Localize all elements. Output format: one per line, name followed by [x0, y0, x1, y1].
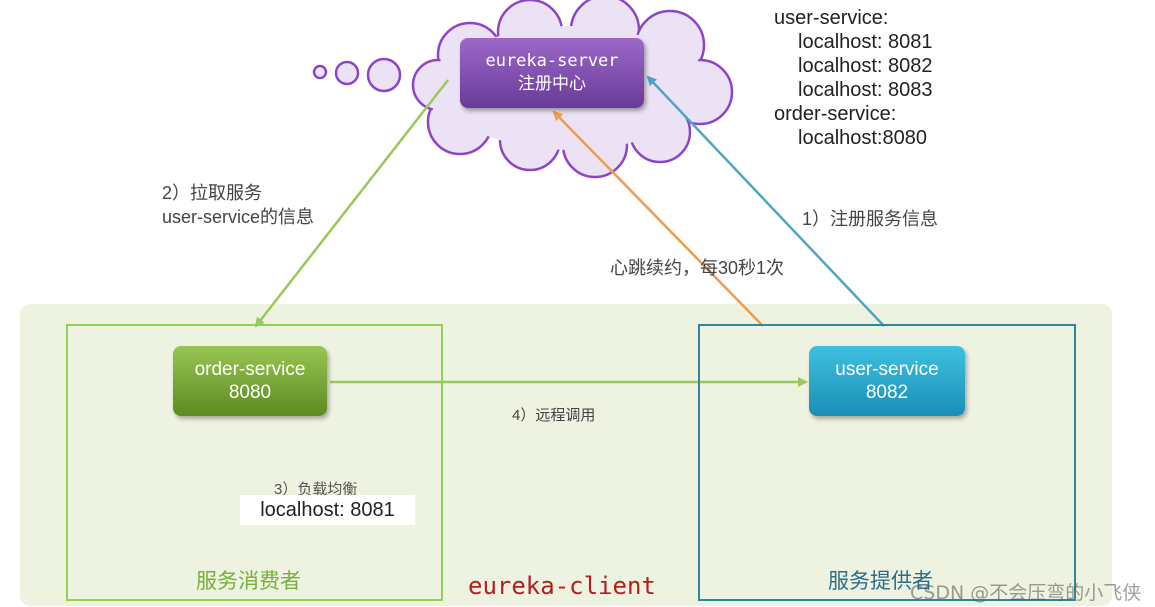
registry-host: localhost: 8081: [798, 31, 933, 53]
registry-order-service-label: order-service:: [774, 103, 897, 125]
server-name: eureka-server: [485, 51, 619, 71]
user-service-node[interactable]: user-service 8082: [809, 346, 965, 416]
user-service-name: user-service: [835, 359, 939, 380]
registry-host: localhost: 8082: [798, 55, 933, 77]
consumer-group-box: [66, 324, 443, 601]
provider-group-title: 服务提供者: [828, 569, 933, 593]
load-balance-result: localhost: 8081: [240, 495, 415, 525]
registry-host: localhost:8080: [798, 127, 927, 149]
order-service-name: order-service: [194, 359, 306, 380]
heartbeat-arrow: [552, 110, 764, 327]
load-balance-label: 3）负载均衡: [274, 481, 358, 495]
server-subtitle: 注册中心: [518, 74, 586, 94]
pull-label-line2: user-service的信息: [162, 207, 315, 227]
pull-service-label: 2）拉取服务 user-service的信息: [162, 181, 314, 229]
watermark: CSDN @不会压弯的小飞侠: [910, 582, 1142, 604]
remote-call-label: 4）远程调用: [512, 407, 596, 424]
pull-service-arrow: [254, 79, 449, 328]
heartbeat-label: 心跳续约，每30秒1次: [610, 258, 785, 278]
eureka-server-node[interactable]: eureka-server 注册中心: [460, 38, 644, 108]
user-service-port: 8082: [865, 382, 909, 403]
provider-group-box: [698, 324, 1076, 601]
registry-user-service-label: user-service:: [774, 7, 889, 29]
order-service-node[interactable]: order-service 8080: [173, 346, 327, 416]
eureka-client-title: eureka-client: [468, 572, 656, 600]
registry-list: user-service: localhost: 8081 localhost:…: [774, 6, 933, 150]
pull-label-line1: 2）拉取服务: [162, 183, 263, 203]
registry-host: localhost: 8083: [798, 79, 933, 101]
register-service-arrow: [646, 75, 885, 327]
consumer-group-title: 服务消费者: [196, 569, 301, 593]
thought-bubbles: [312, 57, 402, 93]
register-label: 1）注册服务信息: [802, 209, 939, 229]
order-service-port: 8080: [228, 382, 272, 403]
